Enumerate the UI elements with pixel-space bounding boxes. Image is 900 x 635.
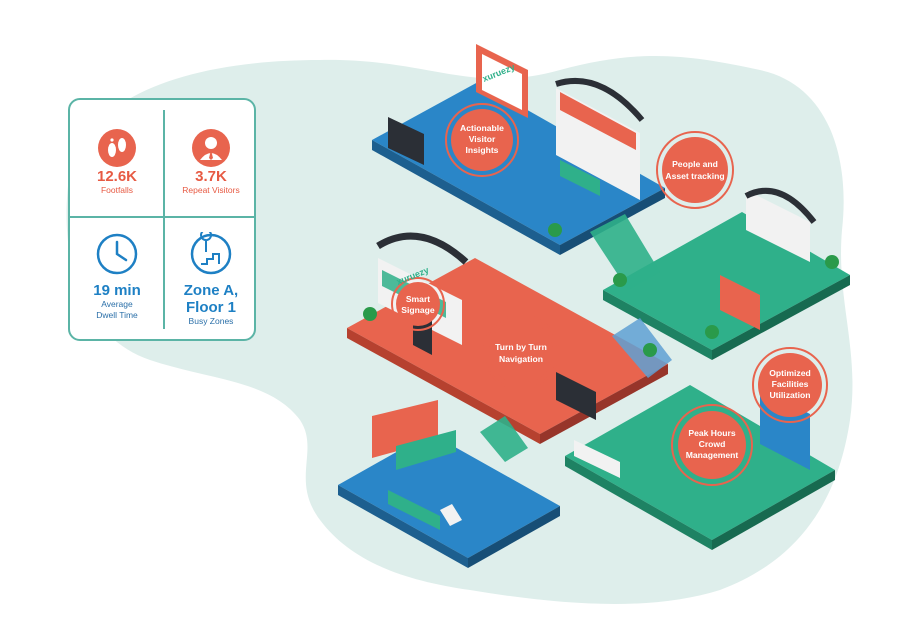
callout-facilities-line3: Utilization	[769, 390, 810, 400]
stat-dwell-time: 19 min Average Dwell Time	[71, 232, 163, 321]
callout-visitor-insights-line1: Actionable	[460, 123, 504, 133]
busy-zones-value-1: Zone A,	[183, 282, 239, 299]
clock-icon	[96, 233, 138, 275]
divider-vertical	[163, 110, 165, 329]
callout-smart-signage-line1: Smart	[406, 294, 430, 304]
footprints-icon	[98, 129, 136, 167]
callout-navigation-line2: Navigation	[499, 354, 543, 364]
callout-facilities-line2: Facilities	[772, 379, 809, 389]
stat-busy-zones: Zone A, Floor 1 Busy Zones	[165, 232, 257, 327]
stairs-1	[590, 214, 660, 290]
callout-crowd-line1: Peak Hours	[688, 428, 736, 438]
callout-visitor-insights-line2: Visitor	[469, 134, 496, 144]
callout-asset-tracking-line1: People and	[672, 159, 718, 169]
floor-bottom-blue	[338, 400, 560, 568]
dwell-time-label-2: Dwell Time	[96, 310, 138, 320]
dwell-time-label-1: Average	[101, 299, 133, 309]
floor-right-teal	[603, 187, 850, 360]
callout-navigation-line1: Turn by Turn	[495, 342, 547, 352]
callout-crowd-line2: Crowd	[699, 439, 726, 449]
callout-asset-tracking-line2: Asset tracking	[665, 171, 724, 181]
person-icon	[192, 129, 230, 167]
callout-asset-tracking: People and Asset tracking	[656, 131, 734, 209]
callout-visitor-insights: Actionable Visitor Insights	[445, 103, 519, 177]
busy-zones-value-2: Floor 1	[185, 299, 236, 316]
callout-smart-signage: Smart Signage	[391, 277, 445, 331]
callout-crowd-line3: Management	[686, 450, 739, 460]
callout-visitor-insights-line3: Insights	[466, 145, 499, 155]
repeat-visitors-label: Repeat Visitors	[182, 185, 240, 195]
stairs-3	[480, 416, 528, 462]
callout-facilities-line1: Optimized	[769, 368, 811, 378]
location-stairs-icon	[190, 232, 232, 275]
stats-card: 12.6K Footfalls 3.7K Repeat Visitors 19 …	[68, 98, 256, 341]
callout-navigation: Turn by Turn Navigation	[483, 314, 559, 390]
stairs-2	[612, 318, 672, 378]
divider-horizontal	[70, 216, 254, 218]
repeat-visitors-value: 3.7K	[195, 168, 227, 185]
floor-top-blue	[372, 44, 665, 255]
stat-footfalls: 12.6K Footfalls	[71, 128, 163, 196]
plants	[363, 223, 839, 357]
footfalls-label: Footfalls	[100, 185, 134, 195]
callout-crowd: Peak Hours Crowd Management	[671, 404, 753, 486]
callout-facilities: Optimized Facilities Utilization	[752, 347, 828, 423]
callout-smart-signage-line2: Signage	[401, 305, 435, 315]
dwell-time-value: 19 min	[93, 282, 141, 299]
footfalls-value: 12.6K	[96, 168, 138, 185]
stat-repeat-visitors: 3.7K Repeat Visitors	[165, 128, 257, 196]
busy-zones-label: Busy Zones	[188, 316, 234, 326]
